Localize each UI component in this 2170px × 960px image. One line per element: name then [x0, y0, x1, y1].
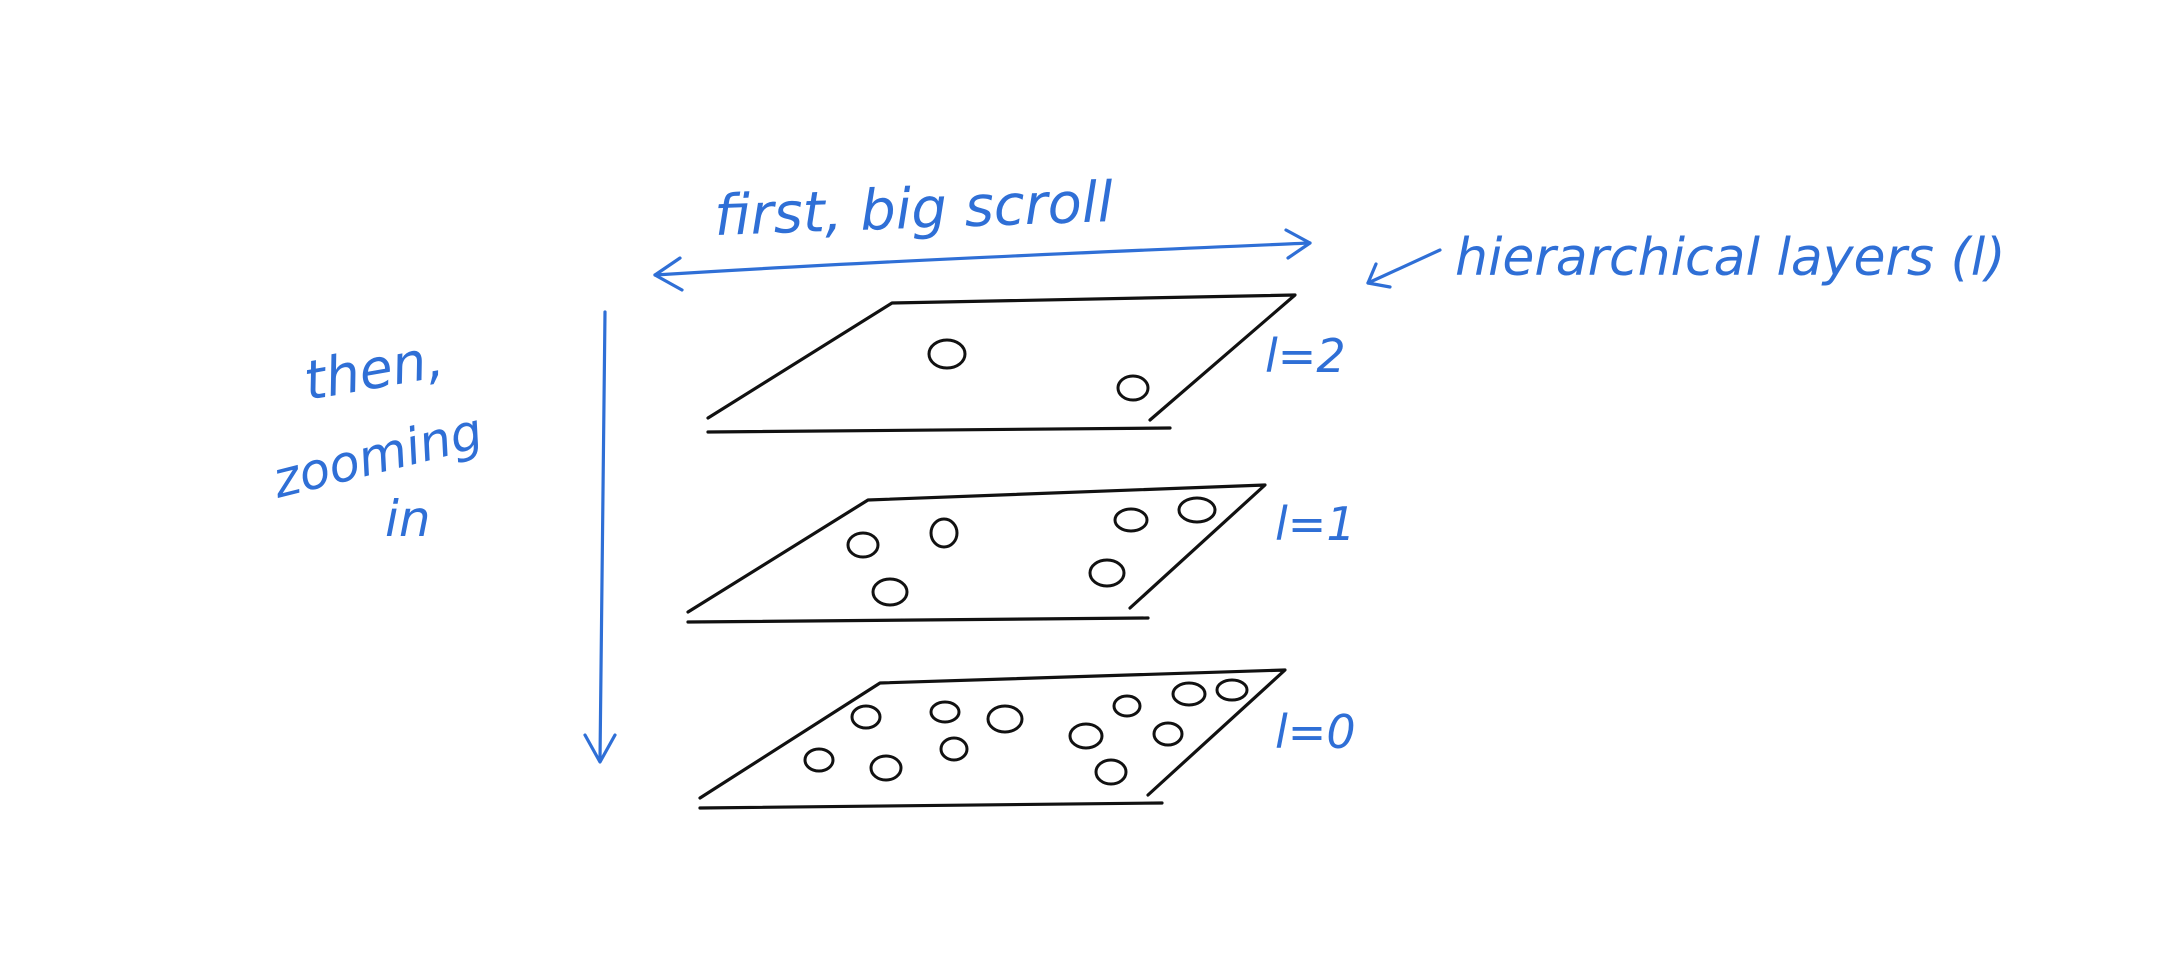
layer-0-node: [1094, 758, 1128, 786]
layer-2-plane: [706, 293, 1297, 434]
layer-0-node: [1171, 681, 1207, 707]
layer-0-node: [1215, 678, 1249, 702]
layer-1-node: [929, 517, 959, 549]
layer-1-label: l=1: [1275, 497, 1356, 551]
layer-0-plane: [698, 668, 1287, 810]
top-arrow-label: first, big scroll: [713, 170, 1114, 249]
side-label-line-3: in: [385, 490, 431, 548]
layer-0-node: [869, 754, 903, 782]
layer-0-node: [929, 700, 961, 724]
layer-0-label: l=0: [1275, 705, 1356, 759]
layer-0-node: [986, 704, 1024, 734]
layer-1-node: [871, 577, 909, 607]
side-label-line-2: zooming: [266, 402, 488, 510]
horizontal-scroll-arrow: [653, 228, 1312, 292]
layer-0-node: [1112, 694, 1142, 718]
layer-0-node: [850, 704, 882, 730]
vertical-zoom-arrow: [583, 310, 617, 764]
layer-2-node: [927, 338, 967, 370]
layer-1-node: [846, 531, 880, 559]
layer-1-node: [1113, 507, 1149, 533]
layer-0-node: [939, 736, 969, 762]
layer-1-node: [1088, 558, 1126, 588]
side-label-line-1: then,: [299, 326, 448, 412]
layer-2-node: [1116, 374, 1150, 402]
layer-0-node: [1068, 722, 1104, 750]
layer-1-node: [1177, 496, 1217, 524]
hierarchical-layers-annotation: hierarchical layers (l): [1455, 228, 2006, 288]
layer-1-plane: [686, 483, 1267, 624]
layer-0-node: [1152, 721, 1184, 747]
layer-2-label: l=2: [1265, 329, 1346, 383]
annotation-pointer-arrow: [1366, 248, 1442, 289]
layer-0-node: [803, 747, 835, 773]
